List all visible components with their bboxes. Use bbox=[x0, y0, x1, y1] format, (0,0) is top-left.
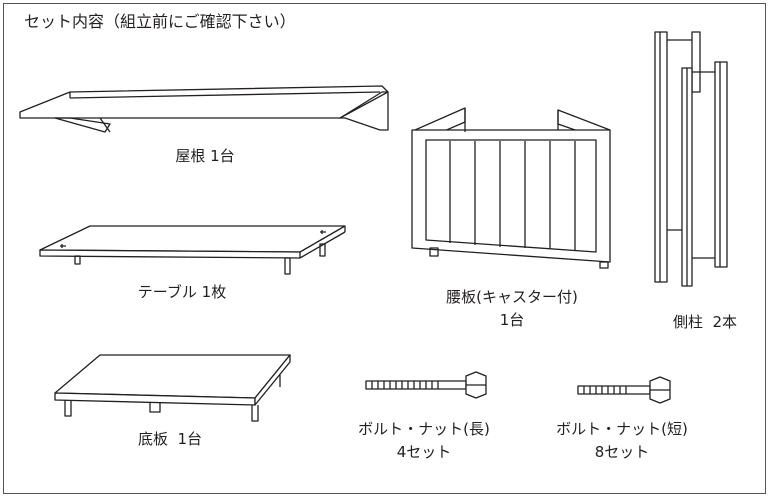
bolt-long-name: ボルト・ナット(長) bbox=[358, 420, 490, 438]
side-column-name: 側柱 bbox=[672, 313, 703, 331]
bolt-short-name: ボルト・ナット(短) bbox=[556, 420, 688, 438]
bolt-short-label: ボルト・ナット(短) 8セット bbox=[556, 422, 688, 460]
parts-list-frame bbox=[3, 3, 766, 494]
bottom-board-illustration bbox=[54, 354, 291, 422]
bottom-board-qty: 1台 bbox=[177, 430, 203, 448]
waist-panel-label: 腰板(キャスター付) 1台 bbox=[446, 290, 578, 328]
roof-qty: 1台 bbox=[210, 147, 235, 165]
table-label: テーブル 1枚 bbox=[138, 285, 226, 300]
side-column-illustration bbox=[654, 31, 728, 287]
side-column-qty: 2本 bbox=[712, 313, 738, 331]
waist-panel-illustration bbox=[411, 107, 611, 269]
waist-panel-qty: 1台 bbox=[499, 311, 525, 329]
table-name: テーブル bbox=[137, 283, 197, 301]
roof-illustration bbox=[19, 85, 389, 133]
bolt-long-label: ボルト・ナット(長) 4セット bbox=[358, 422, 490, 460]
bolt-long-illustration bbox=[365, 371, 487, 399]
bottom-board-label: 底板 1台 bbox=[138, 432, 202, 447]
roof-name: 屋根 bbox=[175, 147, 206, 165]
bolt-long-qty: 4セット bbox=[396, 443, 452, 461]
waist-panel-name: 腰板(キャスター付) bbox=[446, 288, 578, 306]
table-qty: 1枚 bbox=[201, 283, 227, 301]
parts-list-title: セット内容（組立前にご確認下さい） bbox=[24, 12, 296, 31]
side-column-label: 側柱 2本 bbox=[673, 315, 737, 330]
table-illustration bbox=[39, 225, 346, 275]
bolt-short-illustration bbox=[577, 376, 671, 404]
bottom-board-name: 底板 bbox=[137, 430, 168, 448]
bolt-short-qty: 8セット bbox=[594, 443, 650, 461]
roof-label: 屋根 1台 bbox=[175, 149, 234, 164]
